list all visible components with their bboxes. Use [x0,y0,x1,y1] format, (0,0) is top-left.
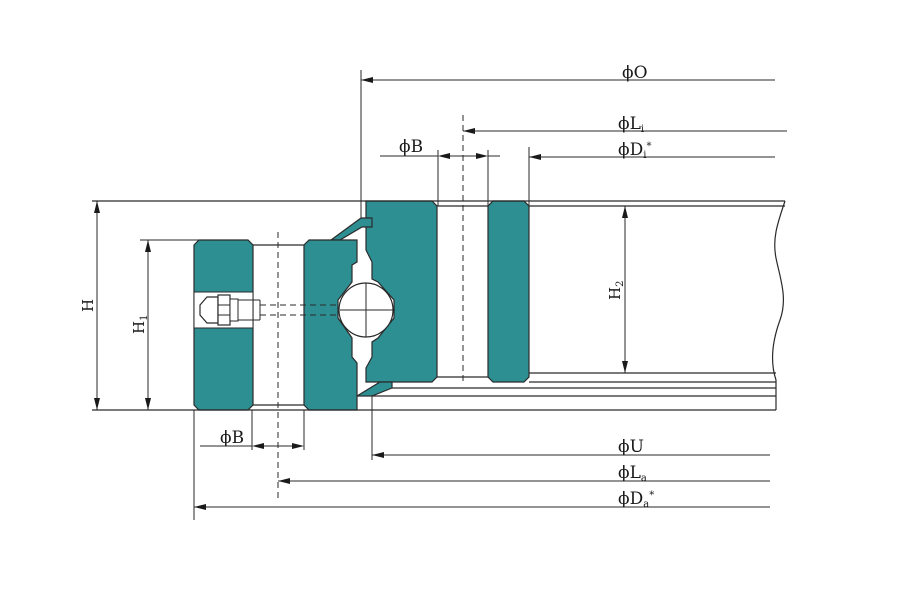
bolt-nut-icon [199,294,261,326]
dim-label-H: H [79,299,97,312]
inner-ring-body [365,200,438,383]
dim-label-Li: ϕLi [618,114,644,135]
dim-label-H1: H1 [130,315,150,334]
gear-tooth [487,200,530,383]
dim-label-U: ϕU [618,437,644,457]
dim-label-B-top: ϕB [399,137,423,157]
outer-ring-section [193,239,394,411]
dim-label-O: ϕO [622,63,648,83]
dim-label-La: ϕLa [618,463,647,484]
outer-ring-right [303,239,358,411]
inner-ring-section [329,200,530,397]
dim-label-Da: ϕDa* [618,489,654,510]
outline-lines [92,70,786,520]
dim-label-B-bottom: ϕB [220,428,244,448]
bottom-seal [354,381,393,397]
dimension-lines [94,77,787,510]
dim-label-Di: ϕDi* [618,140,651,161]
dim-label-H2: H2 [606,281,626,300]
